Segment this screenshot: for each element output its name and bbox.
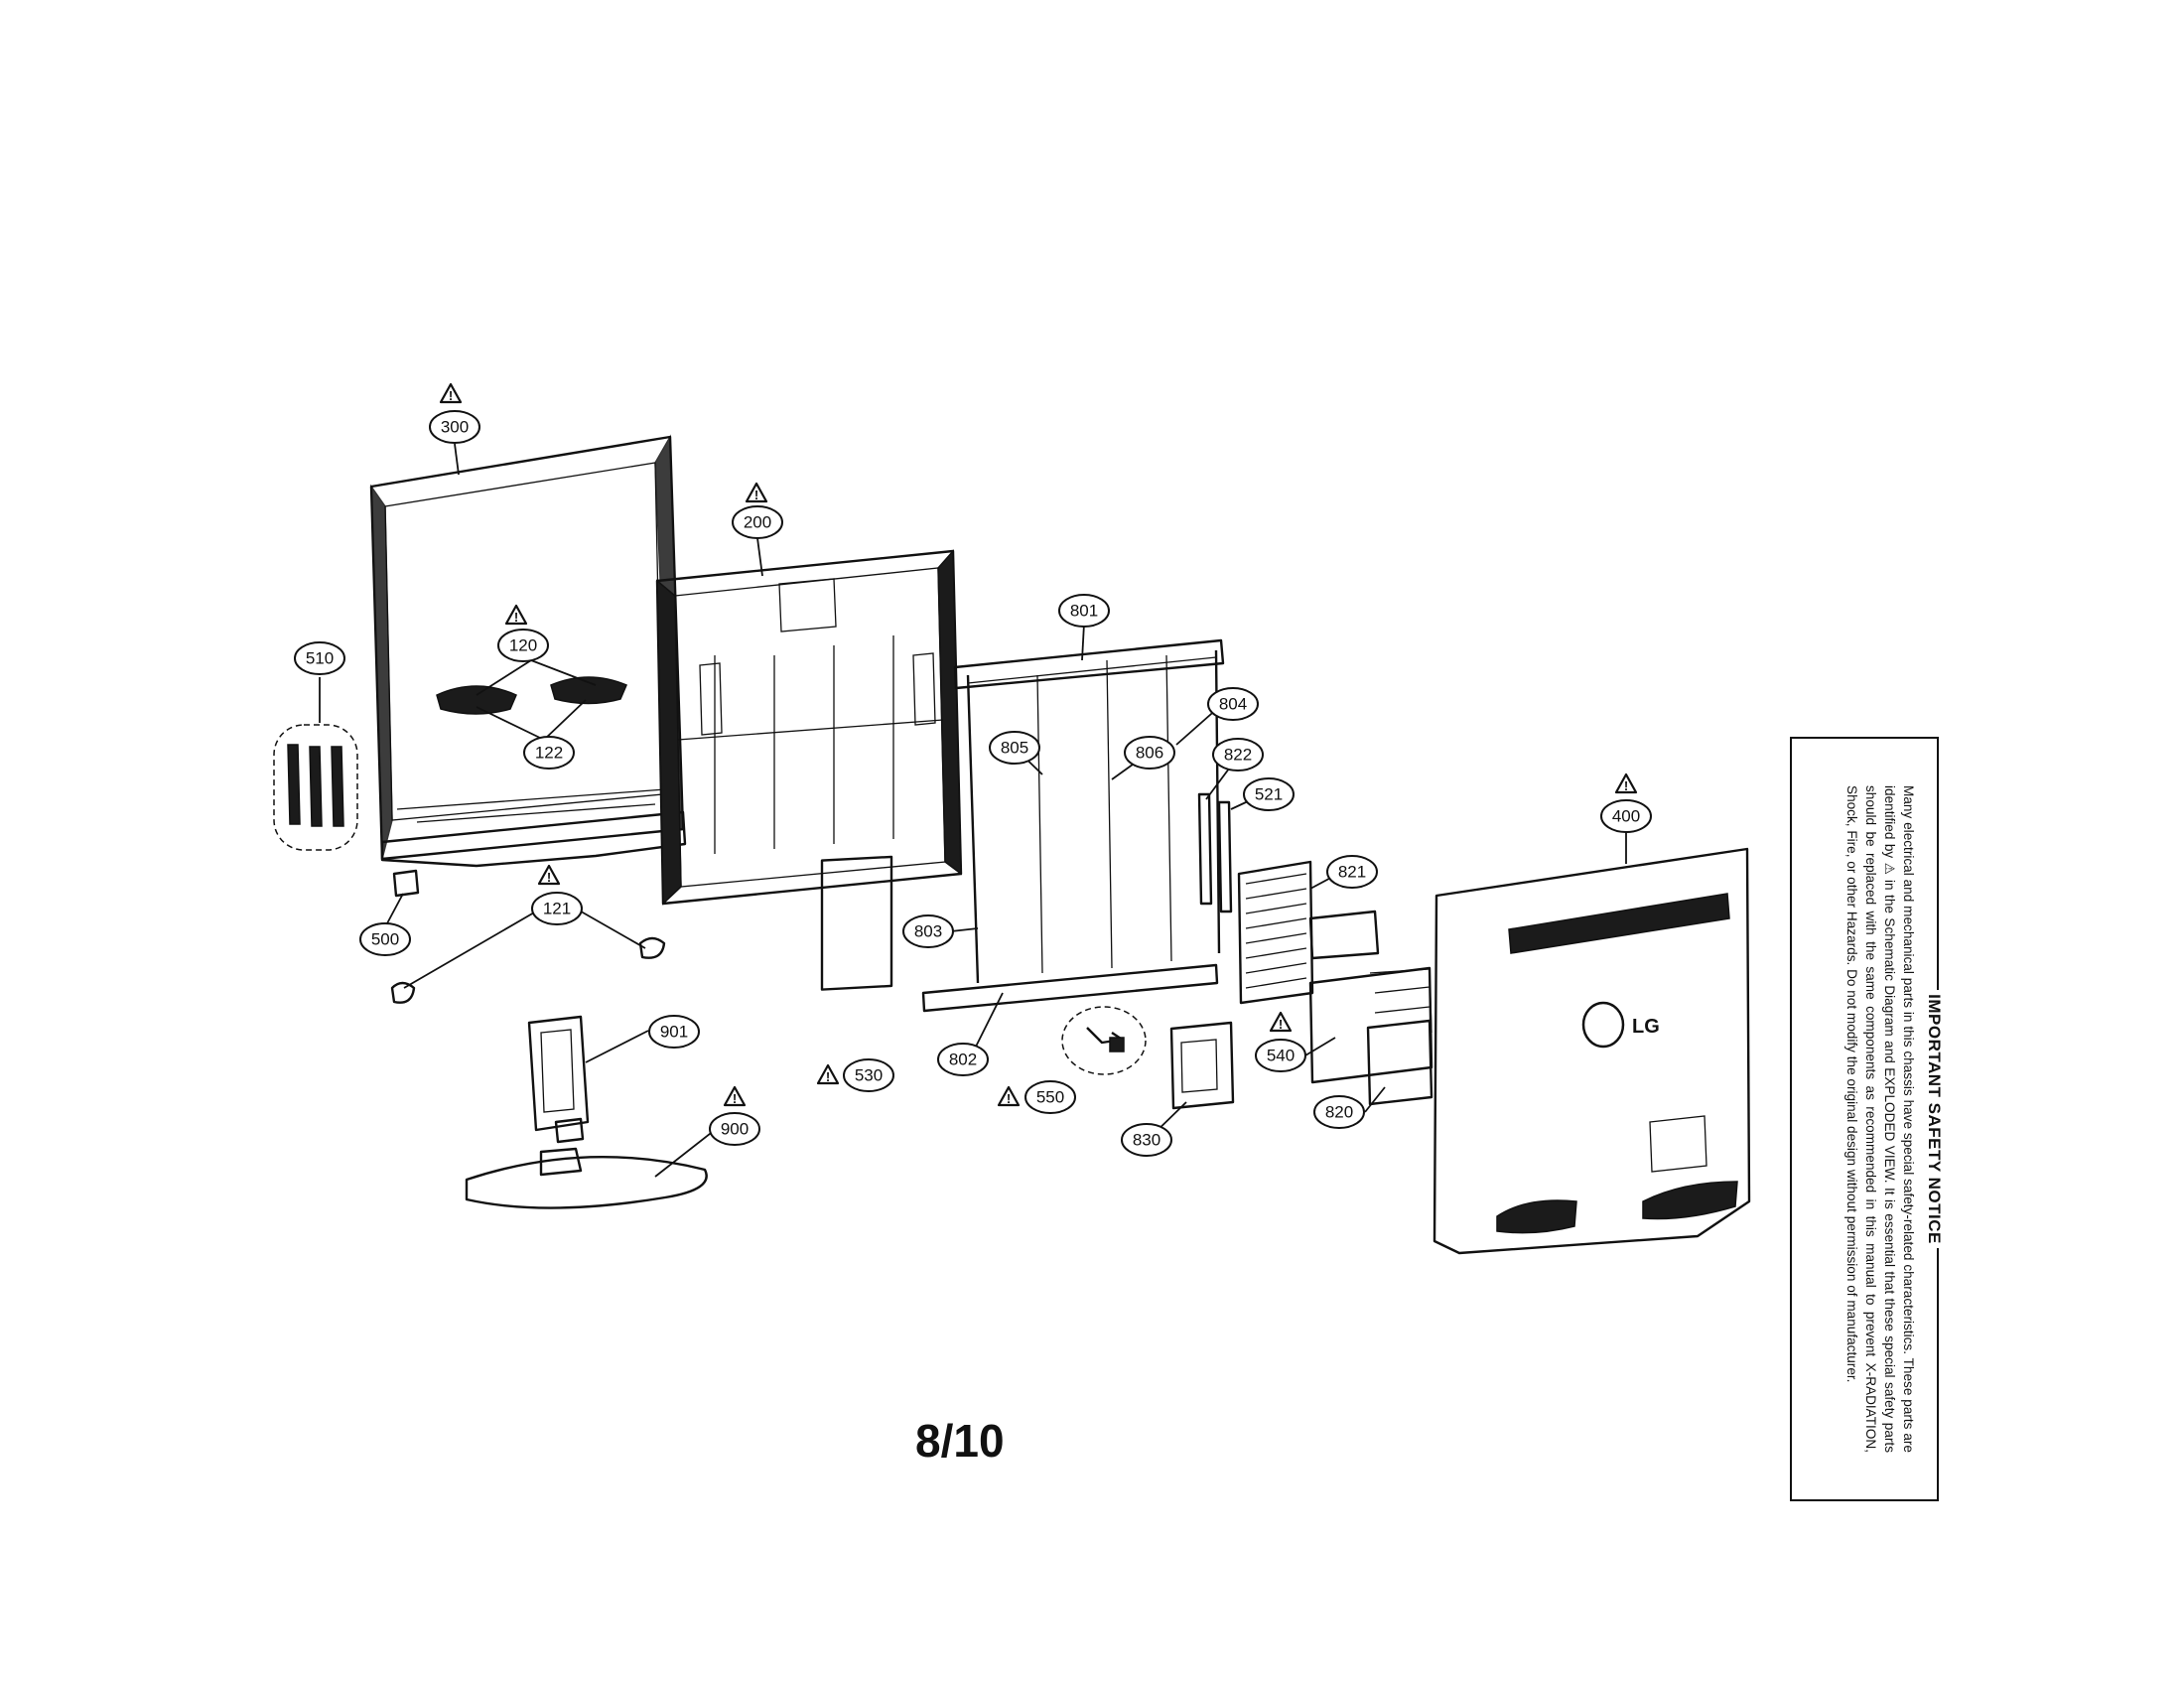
svg-text:900: 900 — [721, 1120, 749, 1139]
svg-text:820: 820 — [1325, 1103, 1353, 1122]
safety-notice-title: IMPORTANT SAFETY NOTICE — [1924, 990, 1944, 1248]
svg-text:!: ! — [547, 870, 551, 885]
callout-550: 550 — [1024, 1080, 1076, 1114]
svg-text:806: 806 — [1136, 744, 1163, 763]
svg-text:!: ! — [1279, 1017, 1283, 1032]
callout-120: 120 — [497, 629, 549, 662]
svg-text:!: ! — [1007, 1091, 1011, 1106]
warning-icon: ! — [745, 482, 768, 503]
svg-text:901: 901 — [660, 1023, 688, 1042]
svg-text:521: 521 — [1255, 785, 1283, 804]
callout-400: 400 — [1600, 799, 1652, 833]
sheet-part — [820, 855, 893, 991]
page-number: 8/10 — [915, 1415, 1005, 1467]
svg-text:120: 120 — [509, 636, 537, 655]
warning-icon: ! — [439, 382, 463, 404]
callout-804: 804 — [1207, 687, 1259, 721]
bracket-830-part — [1169, 1021, 1235, 1110]
callout-900: 900 — [709, 1112, 760, 1146]
callout-802: 802 — [937, 1043, 989, 1076]
panel-assembly-part — [921, 638, 1225, 1013]
callout-901: 901 — [648, 1015, 700, 1049]
lg-logo: LG — [1632, 1016, 1660, 1038]
svg-text:!: ! — [1624, 778, 1628, 793]
svg-text:802: 802 — [949, 1051, 977, 1069]
warning-icon: ! — [504, 604, 528, 626]
warning-icon: ! — [997, 1085, 1021, 1107]
svg-text:122: 122 — [535, 744, 563, 763]
stand-base-part — [465, 1147, 708, 1209]
callout-822: 822 — [1212, 738, 1264, 772]
callout-121: 121 — [531, 892, 583, 925]
io-board-part — [1308, 966, 1433, 1106]
callout-801: 801 — [1058, 594, 1110, 628]
callout-805: 805 — [989, 731, 1040, 765]
svg-text:200: 200 — [744, 513, 771, 532]
svg-text:!: ! — [754, 488, 758, 502]
warning-icon: ! — [816, 1063, 840, 1085]
callout-300: 300 — [429, 410, 480, 444]
stand-body-part — [527, 1015, 590, 1144]
callout-540: 540 — [1255, 1039, 1306, 1072]
frame-part — [655, 549, 963, 906]
svg-text:121: 121 — [543, 900, 571, 918]
callout-510: 510 — [294, 641, 345, 675]
callout-122: 122 — [523, 736, 575, 770]
svg-text:400: 400 — [1612, 807, 1640, 826]
callout-200: 200 — [732, 505, 783, 539]
svg-text:803: 803 — [914, 922, 942, 941]
warning-icon: ! — [723, 1085, 747, 1107]
svg-text:805: 805 — [1001, 739, 1028, 758]
svg-text:530: 530 — [855, 1066, 883, 1085]
callout-803: 803 — [902, 914, 954, 948]
leader-lines — [319, 443, 1627, 1178]
ir-sensor-part — [392, 869, 420, 898]
bracket-part — [1197, 792, 1233, 913]
warning-icon: ! — [537, 864, 561, 886]
svg-text:!: ! — [449, 388, 453, 403]
svg-text:550: 550 — [1036, 1088, 1064, 1107]
main-board-part — [1237, 860, 1380, 1005]
callout-806: 806 — [1124, 736, 1175, 770]
safety-notice-text: Many electrical and mechanical parts in … — [1844, 785, 1916, 1453]
svg-text:!: ! — [733, 1091, 737, 1106]
safety-notice: IMPORTANT SAFETY NOTICE Many electrical … — [1795, 772, 1944, 1467]
rear-cover-part: LG — [1433, 847, 1751, 1255]
callout-820: 820 — [1313, 1095, 1365, 1129]
callout-500: 500 — [359, 922, 411, 956]
warning-icon: ! — [1614, 772, 1638, 794]
svg-text:540: 540 — [1267, 1047, 1295, 1065]
callout-830: 830 — [1121, 1123, 1172, 1157]
svg-text:!: ! — [514, 610, 518, 625]
callout-530: 530 — [843, 1058, 894, 1092]
svg-text:300: 300 — [441, 418, 469, 437]
svg-text:822: 822 — [1224, 746, 1252, 765]
svg-text:510: 510 — [306, 649, 334, 668]
hinge-part — [390, 936, 666, 1004]
warning-icon: ! — [1269, 1011, 1293, 1033]
callout-821: 821 — [1326, 855, 1378, 889]
cable-part — [1061, 1006, 1147, 1075]
svg-text:804: 804 — [1219, 695, 1247, 714]
callout-521: 521 — [1243, 777, 1295, 811]
control-keys-part — [273, 724, 358, 851]
svg-text:!: ! — [826, 1069, 830, 1084]
svg-text:830: 830 — [1133, 1131, 1160, 1150]
svg-text:821: 821 — [1338, 863, 1366, 882]
svg-text:500: 500 — [371, 930, 399, 949]
svg-text:801: 801 — [1070, 602, 1098, 621]
